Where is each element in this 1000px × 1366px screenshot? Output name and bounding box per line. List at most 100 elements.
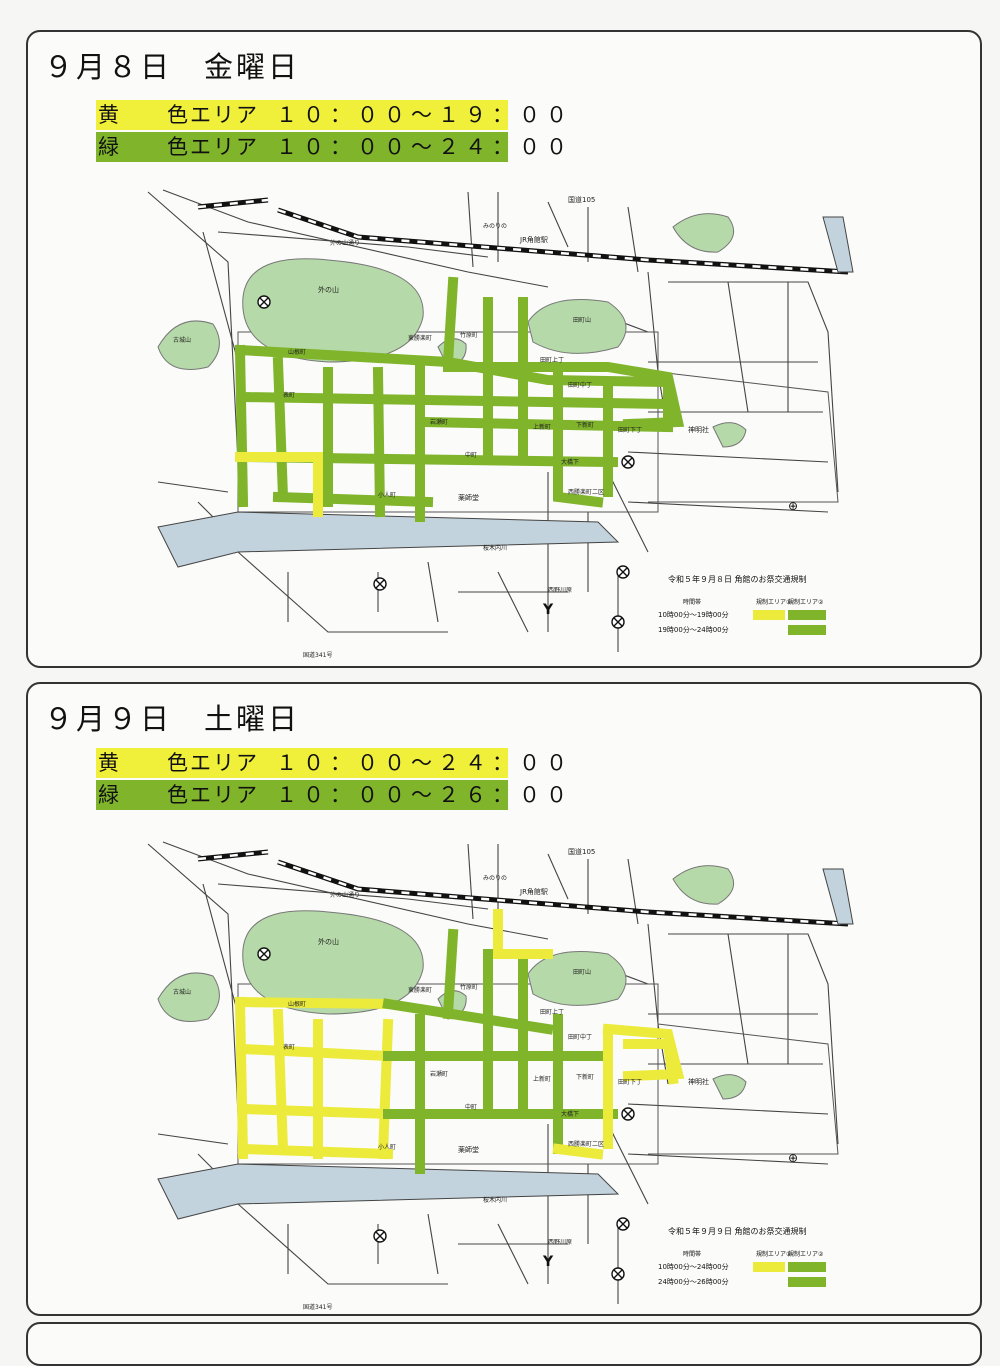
regulated-road bbox=[623, 1039, 679, 1085]
regulated-road bbox=[234, 996, 249, 1160]
label-shinmeisha: 神明社 bbox=[688, 1077, 709, 1086]
road-outline bbox=[627, 1103, 829, 1115]
traffic-map: 国道105みのりのJR角館駅外の山通り外の山古城山田町山山根町東勝楽町表町竹原町… bbox=[147, 841, 854, 1311]
area-time: １０：００～２４：００ bbox=[276, 751, 573, 775]
regulated-road bbox=[442, 928, 459, 1020]
facility-icon-cross bbox=[375, 1231, 385, 1241]
regulated-road bbox=[235, 452, 323, 517]
green-area-bar: 緑 色エリア １０：００～２６：００ bbox=[96, 780, 567, 810]
panel-sept-8: ９月８日 金曜日 黄 色エリア １０：００～１９：００ 緑 色エリア １０：００… bbox=[26, 30, 982, 668]
label-omotemachi: 表町 bbox=[283, 391, 295, 399]
label-iwasecho: 岩瀬町 bbox=[430, 418, 448, 426]
hill-east bbox=[672, 213, 735, 253]
road-outline bbox=[627, 451, 829, 463]
label-sakuramachi: 桜木内川 bbox=[483, 1196, 507, 1204]
river-hinokinai bbox=[157, 511, 620, 568]
panel-sept-9: ９月９日 土曜日 黄 色エリア １０：００～２４：００ 緑 色エリア １０：００… bbox=[26, 682, 982, 1316]
road-outline bbox=[217, 231, 489, 258]
east-block bbox=[648, 1023, 839, 1155]
label-tamachiyama: 田町山 bbox=[573, 316, 591, 324]
area-time: １０：００～１９：００ bbox=[276, 103, 573, 127]
legend-header-time: 時間帯 bbox=[683, 598, 701, 606]
facility-icon-cross bbox=[375, 579, 385, 589]
legend-header-area1: 規制エリア① bbox=[756, 598, 791, 606]
label-shimoshinmachi: 下新町 bbox=[576, 1073, 594, 1081]
road-outline bbox=[237, 1203, 448, 1285]
facility-icon-cross bbox=[613, 1269, 623, 1279]
hill-shinmei bbox=[712, 1074, 747, 1100]
label-sakuramachi: 桜木内川 bbox=[483, 544, 507, 552]
label-tamachishimo: 田町下丁 bbox=[618, 427, 642, 434]
legend-title: 令和５年９月９日 角館のお祭交通規制 bbox=[668, 1226, 807, 1236]
legend: 令和５年９月９日 角館のお祭交通規制時間帯規制エリア①規制エリア②10時00分～… bbox=[658, 1226, 826, 1287]
label-oohashi: 大橋下 bbox=[561, 1110, 579, 1118]
river-east bbox=[822, 216, 854, 273]
panel-title: ９月９日 土曜日 bbox=[44, 702, 301, 736]
hospital-icon: ⊕ bbox=[788, 1151, 798, 1165]
railway-dash bbox=[197, 198, 849, 274]
label-nishinokawa: 西野川原 bbox=[548, 1238, 572, 1246]
facility-icon-cross bbox=[618, 567, 628, 577]
road-outline bbox=[547, 201, 569, 248]
road-outline bbox=[202, 231, 239, 363]
legend: 令和５年９月８日 角館のお祭交通規制時間帯規制エリア①規制エリア②10時00分～… bbox=[658, 574, 826, 635]
label-kojoyama: 古城山 bbox=[173, 988, 191, 996]
legend-header-time: 時間帯 bbox=[683, 1250, 701, 1258]
regulated-road bbox=[237, 1143, 394, 1160]
hill-kojoyama bbox=[157, 320, 220, 370]
label-takemachi: 竹原町 bbox=[460, 331, 478, 339]
yellow-area-bar: 黄 色エリア １０：００～２４：００ bbox=[96, 748, 567, 778]
road-outline bbox=[627, 858, 639, 925]
label-higashikatsuraku: 東勝楽町 bbox=[408, 986, 432, 994]
label-tonoyama-st: 外の山通り bbox=[330, 239, 360, 247]
map-layer: 国道105みのりのJR角館駅外の山通り外の山古城山田町山山根町東勝楽町表町竹原町… bbox=[147, 841, 854, 1311]
facility-icon-cross bbox=[259, 949, 269, 959]
area-time: １０：００～２４：００ bbox=[276, 135, 573, 159]
road-outline bbox=[202, 883, 239, 1015]
label-tamachinaka: 田町中丁 bbox=[568, 1033, 592, 1041]
label-nakacho: 中町 bbox=[465, 451, 477, 459]
road-outline bbox=[157, 1133, 229, 1145]
regulated-road bbox=[237, 1103, 394, 1120]
facility-icon-cross bbox=[623, 1109, 633, 1119]
legend-row2: 19時00分～24時00分 bbox=[658, 625, 729, 634]
east-block bbox=[648, 371, 839, 503]
area-name: 黄 色エリア bbox=[98, 103, 259, 127]
label-route341: 国道341号 bbox=[303, 651, 332, 659]
regulated-road bbox=[272, 356, 289, 503]
hill-shinmei bbox=[712, 422, 747, 448]
regulated-road bbox=[493, 909, 553, 959]
hill-kojoyama bbox=[157, 972, 220, 1022]
facility-icon-cross bbox=[618, 1219, 628, 1229]
label-tamachikami: 田町上丁 bbox=[540, 1008, 564, 1016]
yellow-area-bar: 黄 色エリア １０：００～１９：００ bbox=[96, 100, 567, 130]
label-tamachikami: 田町上丁 bbox=[540, 356, 564, 364]
label-nakacho: 中町 bbox=[465, 1103, 477, 1111]
road-outline bbox=[427, 561, 439, 623]
regulated-road bbox=[272, 1008, 289, 1155]
label-komachi: 小人町 bbox=[378, 1143, 396, 1151]
area-name: 黄 色エリア bbox=[98, 751, 259, 775]
road-outline bbox=[237, 551, 448, 633]
label-higashikatsuraku: 東勝楽町 bbox=[408, 334, 432, 342]
hill-tamachiyama bbox=[527, 951, 627, 1006]
label-station: JR角館駅 bbox=[519, 887, 548, 896]
regulated-road bbox=[234, 344, 249, 508]
legend-row2: 24時00分～26時00分 bbox=[658, 1277, 729, 1286]
label-oohashi: 大橋下 bbox=[561, 458, 579, 466]
road-outline bbox=[427, 1213, 439, 1275]
label-iwasecho: 岩瀬町 bbox=[430, 1070, 448, 1078]
regulated-road bbox=[237, 1043, 394, 1062]
facility-icon-cross bbox=[613, 617, 623, 627]
river-hinokinai bbox=[157, 1163, 620, 1220]
river-east bbox=[822, 868, 854, 925]
road-outline bbox=[497, 1223, 529, 1285]
regulated-road bbox=[372, 366, 386, 518]
label-shimoshinmachi: 下新町 bbox=[576, 421, 594, 429]
legend-header-area2: 規制エリア② bbox=[788, 1250, 824, 1258]
legend-header-area1: 規制エリア① bbox=[756, 1250, 791, 1258]
railway-dash bbox=[197, 850, 849, 926]
panel-next-partial bbox=[26, 1322, 982, 1366]
regulated-road bbox=[377, 1018, 394, 1160]
regulated-road bbox=[552, 1143, 604, 1160]
